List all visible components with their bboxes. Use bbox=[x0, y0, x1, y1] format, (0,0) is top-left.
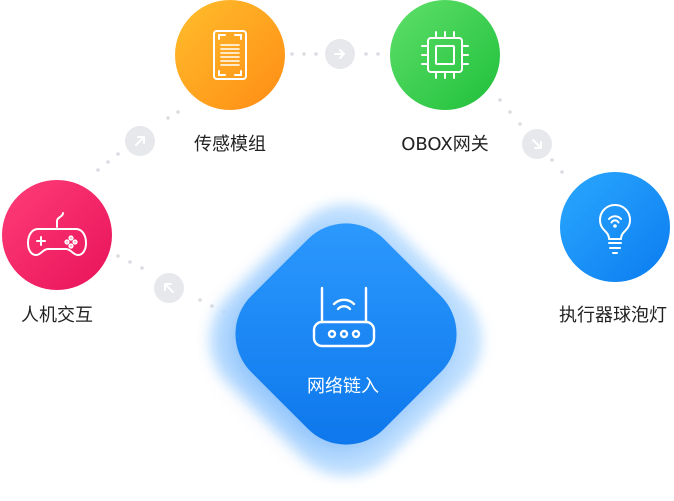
gateway-label: OBOX网关 bbox=[401, 134, 489, 155]
light-bulb-label: 执行器球泡灯 bbox=[559, 305, 667, 326]
network-label: 网络链入 bbox=[307, 376, 379, 397]
arrow-up-left-icon bbox=[154, 273, 184, 303]
connector-paths bbox=[96, 52, 564, 314]
arrow-right-icon bbox=[325, 39, 355, 69]
chip-icon bbox=[421, 31, 469, 79]
light-bulb-icon bbox=[599, 204, 631, 254]
sensor-module-label: 传感模组 bbox=[194, 134, 266, 155]
arrow-up-right-icon bbox=[125, 126, 155, 156]
gateway-node bbox=[390, 0, 500, 110]
barcode-scanner-icon bbox=[213, 30, 247, 80]
light-bulb-node bbox=[560, 172, 670, 282]
arrow-down-right-icon bbox=[522, 129, 552, 159]
router-icon bbox=[312, 286, 376, 348]
gamepad-icon bbox=[27, 212, 87, 256]
human-interaction-node bbox=[2, 180, 112, 290]
human-interaction-label: 人机交互 bbox=[21, 305, 93, 326]
sensor-module-node bbox=[175, 0, 285, 110]
